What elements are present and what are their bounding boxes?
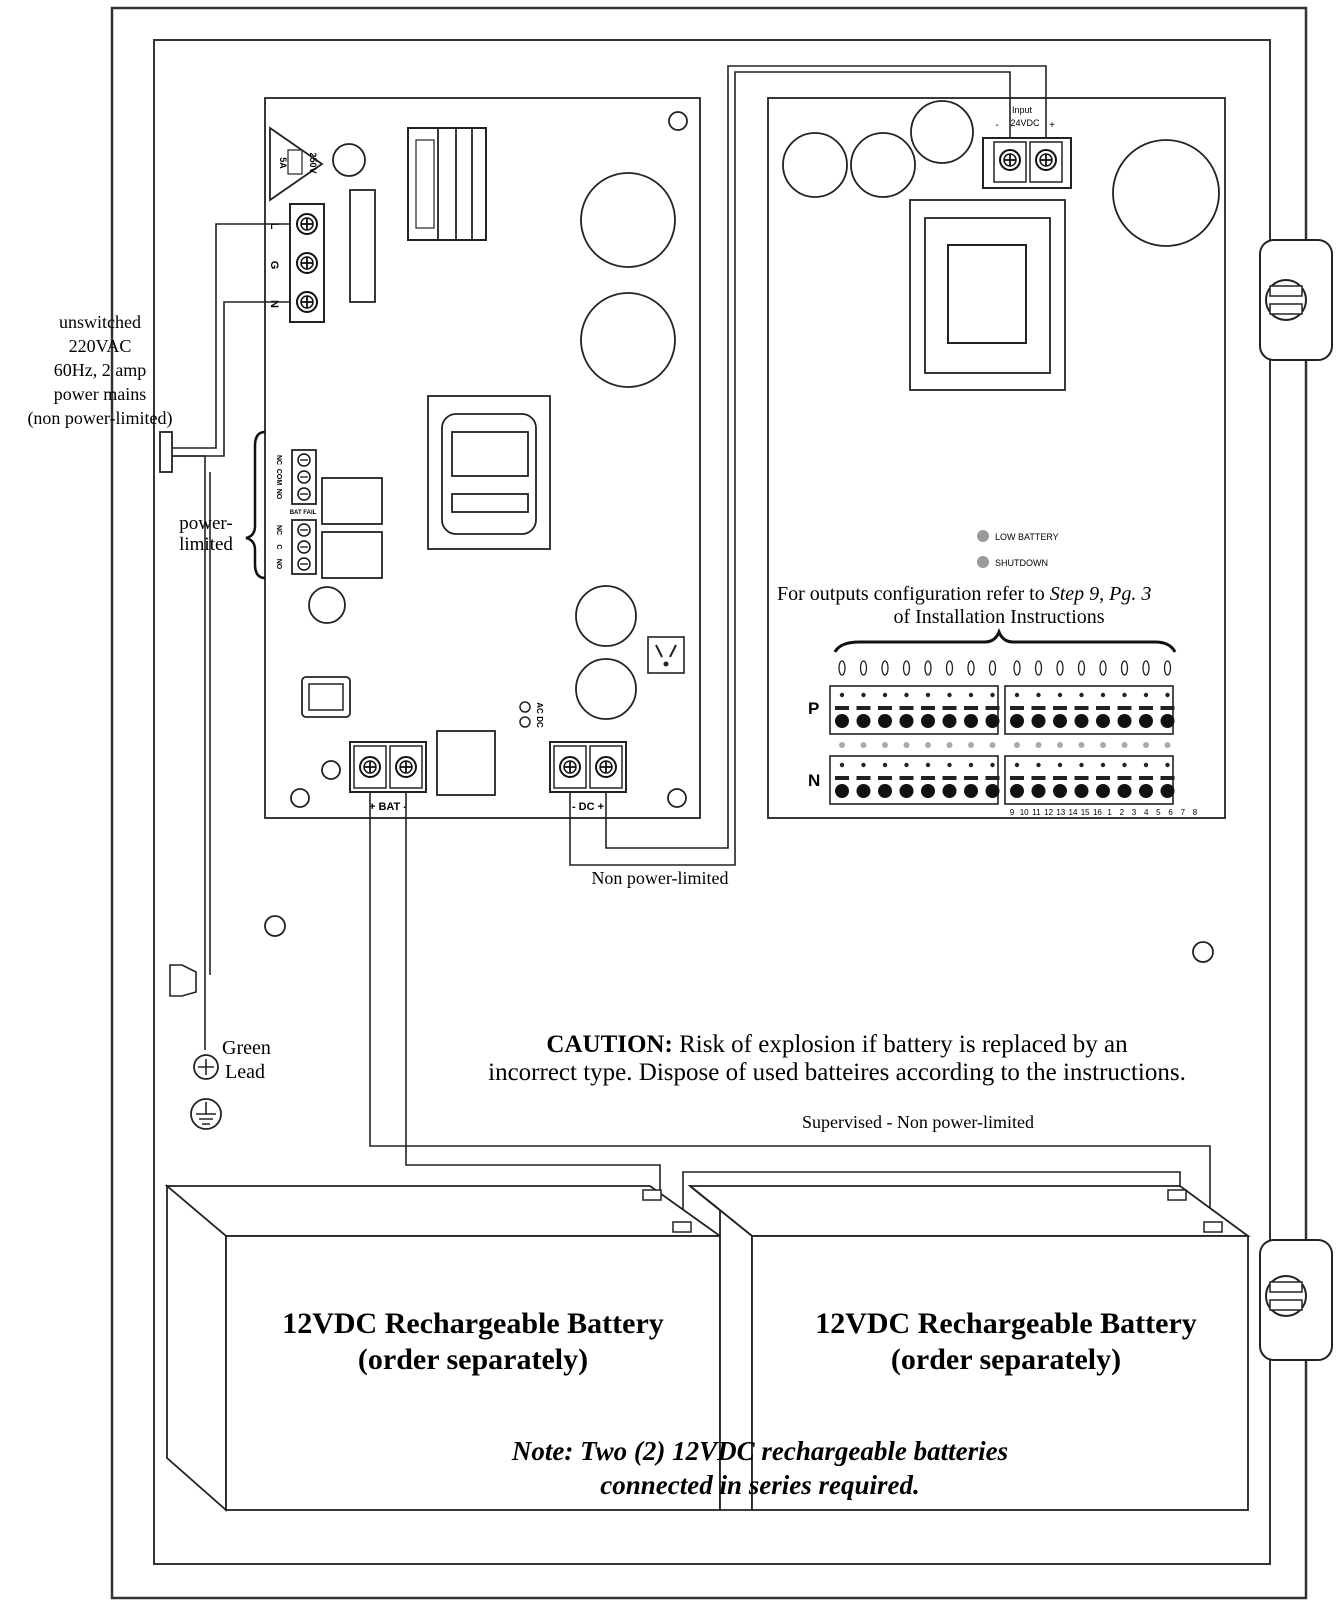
enclosure-outer	[110, 6, 1308, 1600]
bat-terminal-label: + BAT -	[369, 801, 407, 813]
input-label-title: Input	[1012, 105, 1033, 115]
output-jumper-grid	[829, 660, 1175, 805]
green-lead-line2: Lead	[225, 1061, 265, 1083]
relay-group-label: BAT FAIL	[290, 510, 317, 516]
row-label-n: N	[808, 771, 820, 790]
battery-left-line2: (order separately)	[358, 1343, 588, 1376]
wiring	[170, 65, 1211, 1222]
output-number-11: 4	[1144, 808, 1149, 817]
led-label-ac: AC	[535, 702, 544, 714]
green-lead-line1: Green	[222, 1037, 271, 1059]
output-number-1: 10	[1020, 808, 1029, 817]
input-label-minus: -	[995, 120, 998, 131]
low-battery-label: LOW BATTERY	[995, 532, 1059, 542]
latch-lower	[1259, 1239, 1333, 1361]
output-number-3: 12	[1044, 808, 1053, 817]
output-number-12: 5	[1156, 808, 1161, 817]
output-number-9: 2	[1120, 808, 1125, 817]
battery-left	[164, 1184, 723, 1512]
fuse-rating-current: 5A	[278, 157, 288, 169]
caution-line2: incorrect type. Dispose of used batteire…	[488, 1059, 1186, 1086]
mains-label-line3: 60Hz, 2 amp	[54, 360, 146, 380]
output-number-6: 15	[1081, 808, 1090, 817]
led-label-dc: DC	[535, 716, 544, 728]
mains-label-line2: 220VAC	[69, 336, 132, 356]
relay-label-no1: NO	[275, 489, 282, 500]
mains-label-line5: (non power-limited)	[27, 408, 172, 429]
relay-label-nc1: NC	[275, 455, 282, 465]
fuse-rating-voltage: 250V	[308, 152, 318, 173]
mains-label-line4: power mains	[54, 384, 146, 404]
shutdown-label: SHUTDOWN	[995, 558, 1048, 568]
output-number-14: 7	[1181, 808, 1186, 817]
battery-right	[687, 1185, 1251, 1511]
relay-label-nc2: NC	[275, 525, 282, 535]
note-line1: Note: Two (2) 12VDC rechargeable batteri…	[511, 1436, 1008, 1466]
output-number-2: 11	[1032, 808, 1041, 817]
row-label-p: P	[808, 699, 819, 718]
outputs-note-line2: of Installation Instructions	[893, 606, 1104, 628]
battery-left-line1: 12VDC Rechargeable Battery	[282, 1307, 664, 1340]
output-number-4: 13	[1056, 808, 1065, 817]
mount-hole	[1192, 941, 1214, 963]
input-label-voltage: 24VDC	[1010, 118, 1040, 128]
relay-label-com: COM	[275, 469, 282, 486]
output-number-8: 1	[1107, 808, 1112, 817]
input-label-plus: +	[1049, 120, 1055, 131]
power-limited-line2: limited	[179, 534, 233, 555]
mount-hole	[264, 915, 286, 937]
terminal-label-n: N	[268, 300, 280, 308]
non-power-limited-label: Non power-limited	[591, 868, 728, 888]
enclosure-inner	[153, 39, 1271, 1565]
relay-label-no2: NO	[275, 559, 282, 570]
green-lead-connector	[169, 964, 197, 997]
caution-line1: CAUTION: Risk of explosion if battery is…	[546, 1031, 1128, 1058]
battery-right-line1: 12VDC Rechargeable Battery	[815, 1307, 1197, 1340]
output-number-5: 14	[1069, 808, 1078, 817]
battery-right-line2: (order separately)	[891, 1343, 1121, 1376]
outputs-note-line1: For outputs configuration refer to Step …	[777, 583, 1151, 605]
output-number-0: 9	[1010, 808, 1015, 817]
note-line2: connected in series required.	[600, 1470, 919, 1500]
terminal-label-g: G	[268, 261, 280, 270]
output-number-15: 8	[1193, 808, 1198, 817]
terminal-label-l: L	[268, 223, 280, 230]
power-limited-brace	[245, 430, 266, 580]
outputs-brace	[833, 627, 1177, 653]
latch-upper	[1259, 239, 1333, 361]
power-limited-line1: power-	[179, 513, 232, 534]
relay-label-c: C	[275, 544, 282, 549]
low-battery-led	[977, 530, 989, 542]
output-number-7: 16	[1093, 808, 1102, 817]
mains-label-line1: unswitched	[59, 312, 141, 332]
output-number-10: 3	[1132, 808, 1137, 817]
shutdown-led	[977, 556, 989, 568]
supervised-label: Supervised - Non power-limited	[802, 1112, 1034, 1132]
dc-terminal-label: - DC +	[572, 801, 604, 813]
cable-grommet	[159, 431, 173, 473]
output-number-13: 6	[1168, 808, 1173, 817]
